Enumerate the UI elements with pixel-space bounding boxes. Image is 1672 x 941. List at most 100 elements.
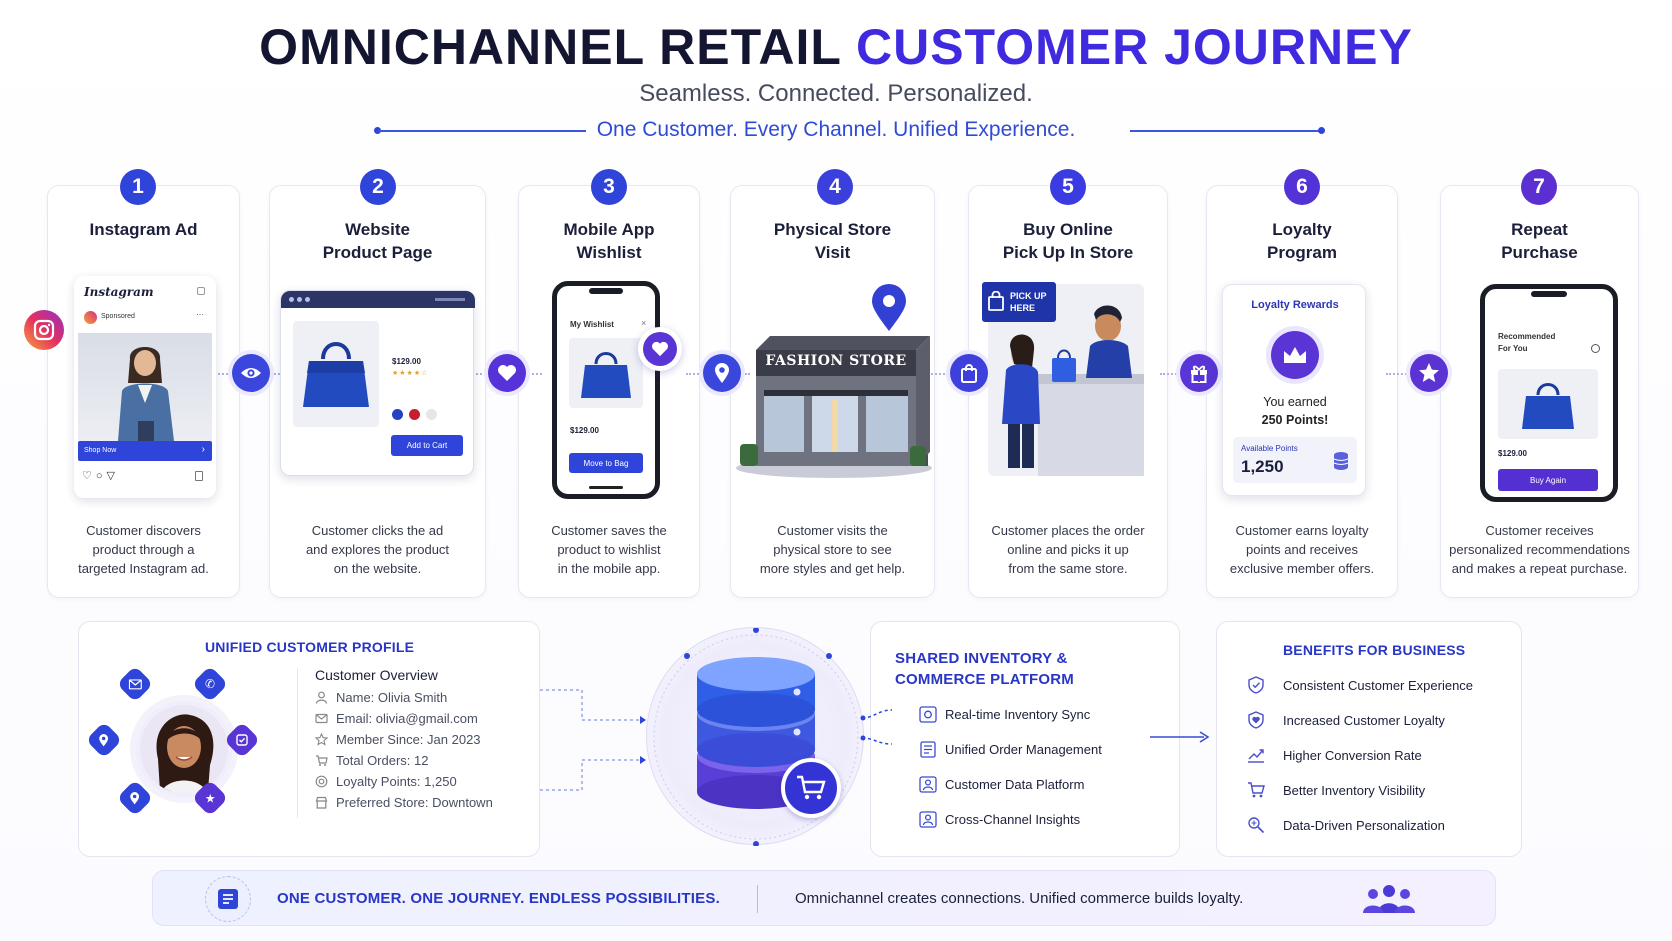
shield-heart-icon <box>1248 711 1264 729</box>
step-number-7: 7 <box>1521 169 1557 205</box>
step-title-7: Repeat Purchase <box>1501 220 1578 262</box>
shield-check-icon <box>1248 676 1264 694</box>
cart-icon <box>316 755 328 766</box>
checklist-icon <box>205 876 251 922</box>
step-number-1: 1 <box>120 169 156 205</box>
step-number-2: 2 <box>360 169 396 205</box>
loyalty-heading: Loyalty Rewards <box>1251 299 1339 311</box>
customer-avatar <box>136 701 232 797</box>
benefits-list: Consistent Customer Experience Increased… <box>1247 676 1473 834</box>
platform-items: Real-time Inventory Sync Unified Order M… <box>919 706 1102 828</box>
color-swatch-blue[interactable] <box>392 409 403 420</box>
blue-handbag-image <box>1522 383 1574 429</box>
insights-icon <box>919 811 937 828</box>
profile-to-platform-connector <box>540 689 646 791</box>
ad-photo <box>78 333 212 441</box>
platform-item-customer-data: Customer Data Platform <box>919 776 1102 793</box>
step-title-3: Mobile App Wishlist <box>563 220 655 262</box>
profile-field-member-since: Member Since: Jan 2023 <box>315 732 493 747</box>
shop-now-button[interactable]: Shop Now › <box>78 441 212 461</box>
phone-icon: ✆ <box>191 665 229 703</box>
message-icon <box>197 287 205 295</box>
rule-dot-right <box>1318 127 1325 134</box>
settings-icon[interactable] <box>1591 344 1600 353</box>
post-actions-icons: ♡○▽ <box>82 470 119 482</box>
platform-item-insights: Cross-Channel Insights <box>919 811 1102 828</box>
customer-data-icon <box>919 776 937 793</box>
home-indicator <box>589 486 623 489</box>
move-to-bag-button[interactable]: Move to Bag <box>569 453 643 473</box>
user-icon <box>315 691 328 704</box>
benefit-consistent-experience: Consistent Customer Experience <box>1247 676 1473 694</box>
wishlist-price: $129.00 <box>570 426 599 435</box>
rule-left <box>378 130 586 132</box>
benefits-panel: BENEFITS FOR BUSINESS Consistent Custome… <box>1216 621 1522 857</box>
mail-icon <box>315 713 328 724</box>
step-title-5: Buy Online Pick Up In Store <box>1002 220 1134 262</box>
cart-outline-icon <box>1248 782 1265 798</box>
product-price: $129.00 <box>392 357 421 366</box>
step-title-6: Loyalty Program <box>1267 220 1337 262</box>
footer-divider <box>757 885 758 913</box>
location-icon-2 <box>116 779 154 817</box>
benefit-conversion-rate: Higher Conversion Rate <box>1247 746 1473 764</box>
star-outline-icon <box>315 733 328 746</box>
instagram-brand: Instagram <box>84 285 154 299</box>
wishlist-heart-icon[interactable] <box>638 327 682 371</box>
points-icon <box>315 775 328 788</box>
website-mockup: $129.00 ★★★★☆ Add to Cart <box>280 290 475 476</box>
profile-divider <box>297 668 298 818</box>
close-icon[interactable]: × <box>641 318 647 328</box>
badge-icon <box>223 721 261 759</box>
wishlist-heading: My Wishlist <box>570 320 614 329</box>
gift-icon <box>1180 354 1218 392</box>
footer-banner: ONE CUSTOMER. ONE JOURNEY. ENDLESS POSSI… <box>152 870 1496 926</box>
order-list-icon <box>920 741 936 758</box>
profile-field-loyalty: Loyalty Points: 1,250 <box>315 774 493 789</box>
benefit-customer-loyalty: Increased Customer Loyalty <box>1247 711 1473 729</box>
instagram-post-mockup: Instagram Sponsored ⋯ Shop Now › ♡○▽ <box>74 276 216 498</box>
profile-avatar-icon <box>84 311 97 324</box>
benefits-title: BENEFITS FOR BUSINESS <box>1283 642 1466 658</box>
subtitle: Seamless. Connected. Personalized. <box>639 80 1033 107</box>
rule-dot-left <box>374 127 381 134</box>
step-number-4: 4 <box>817 169 853 205</box>
color-swatch-red[interactable] <box>409 409 420 420</box>
platform-item-order-management: Unified Order Management <box>919 741 1102 758</box>
store-icon <box>315 796 328 809</box>
buy-again-button[interactable]: Buy Again <box>1498 469 1598 491</box>
inventory-sync-icon <box>919 706 937 723</box>
store-location-pin-icon <box>870 284 908 337</box>
color-swatch-white[interactable] <box>426 409 437 420</box>
platform-item-inventory-sync: Real-time Inventory Sync <box>919 706 1102 723</box>
search-data-icon <box>1248 817 1265 834</box>
browser-toolbar <box>281 291 475 308</box>
step-number-5: 5 <box>1050 169 1086 205</box>
title-part-dark: OMNICHANNEL RETAIL <box>259 19 842 75</box>
phone-mockup-wishlist: My Wishlist × $129.00 Move to Bag <box>552 281 660 499</box>
page-title: OMNICHANNEL RETAIL CUSTOMER JOURNEY <box>0 18 1672 76</box>
trend-up-icon <box>1248 749 1264 763</box>
phone-notch <box>589 288 623 294</box>
blue-handbag-image <box>303 342 369 407</box>
shared-inventory-panel: SHARED INVENTORY &COMMERCE PLATFORM Real… <box>870 621 1180 857</box>
customer-photo <box>140 705 228 793</box>
chevron-right-icon: › <box>201 444 205 455</box>
pickup-illustration <box>1002 305 1144 476</box>
rating-stars-icon: ★★★★☆ <box>392 370 429 377</box>
bookmark-icon <box>195 471 203 481</box>
fashion-store-building: FASHION STORE <box>734 330 934 485</box>
add-to-cart-button[interactable]: Add to Cart <box>391 435 463 456</box>
unified-customer-profile-panel: UNIFIED CUSTOMER PROFILE ✆ ★ Customer Ov <box>78 621 540 857</box>
platform-to-benefits-arrow <box>1150 731 1210 743</box>
pickup-bag-icon <box>988 291 1004 311</box>
eye-icon <box>232 354 270 392</box>
